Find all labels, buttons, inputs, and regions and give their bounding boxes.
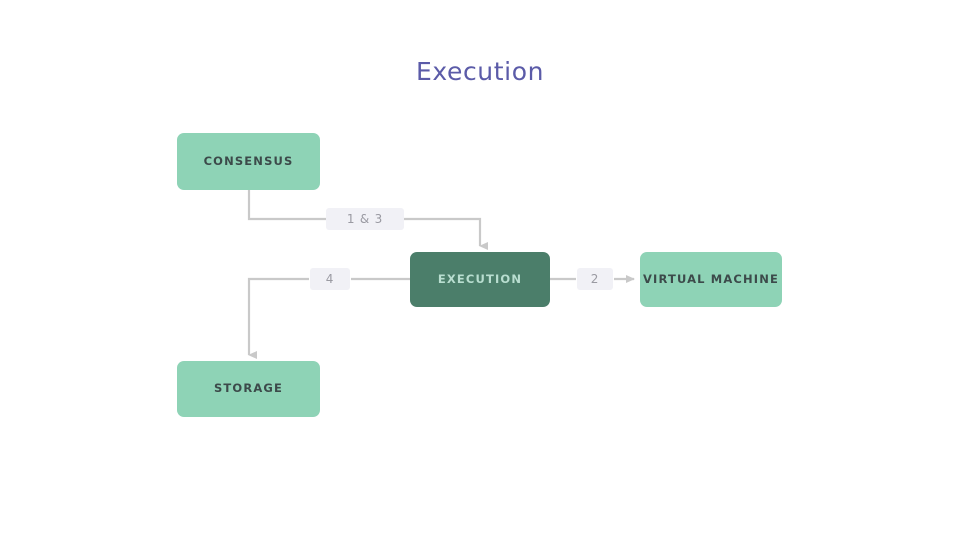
edge-label-consensus-execution: 1 & 3 — [326, 208, 404, 230]
edge-execution-storage — [247, 277, 410, 359]
edge-label-execution-vm: 2 — [577, 268, 613, 290]
edge-label-execution-storage: 4 — [310, 268, 350, 290]
edge-path-segment-left — [247, 190, 327, 221]
edge-path-segment-left — [247, 277, 309, 359]
node-consensus-label: CONSENSUS — [203, 153, 294, 168]
node-execution-label: EXECUTION — [437, 271, 523, 286]
node-storage[interactable]: STORAGE — [177, 361, 320, 417]
node-storage-label: STORAGE — [213, 381, 283, 396]
node-consensus[interactable]: CONSENSUS — [177, 133, 320, 190]
node-virtual-machine[interactable]: VIRTUAL MACHINE — [640, 252, 782, 307]
page-title: Execution — [415, 57, 545, 86]
edge-path-segment-right — [403, 217, 488, 250]
node-virtual-machine-label: VIRTUAL MACHINE — [643, 271, 779, 286]
node-execution[interactable]: EXECUTION — [410, 252, 550, 307]
